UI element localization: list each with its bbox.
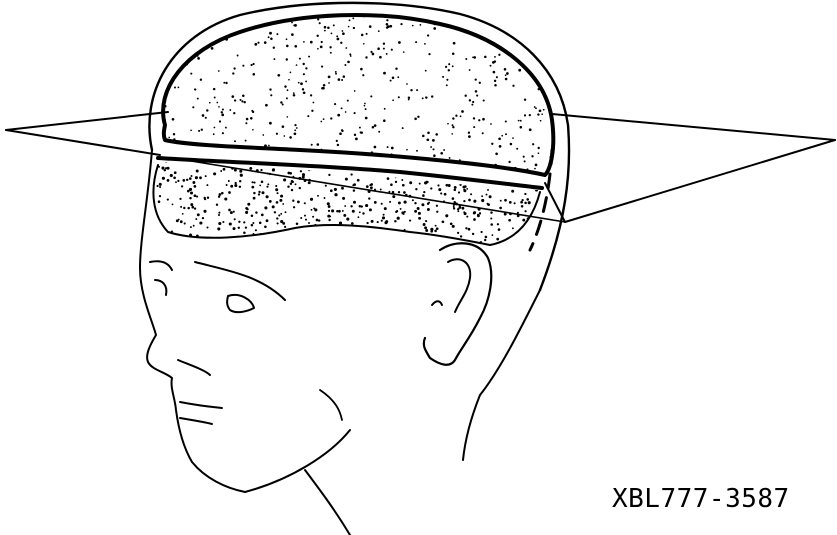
lower-lip — [180, 418, 212, 424]
eye — [227, 295, 254, 312]
ear-lobe — [432, 301, 442, 305]
face-profile — [140, 150, 245, 492]
eyebrow — [195, 262, 285, 300]
mouth — [180, 402, 222, 408]
jaw-line — [245, 430, 350, 492]
neck-back — [463, 290, 540, 460]
neck-front — [305, 470, 350, 535]
nose — [178, 360, 210, 375]
cheek-line — [320, 390, 342, 420]
upper-brain-outline — [163, 15, 553, 175]
ear-inner — [448, 259, 470, 312]
brow-left — [150, 261, 172, 270]
slice-plane — [6, 112, 835, 222]
far-eye — [155, 280, 166, 295]
figure-id-label: XBL777-3587 — [612, 484, 790, 514]
